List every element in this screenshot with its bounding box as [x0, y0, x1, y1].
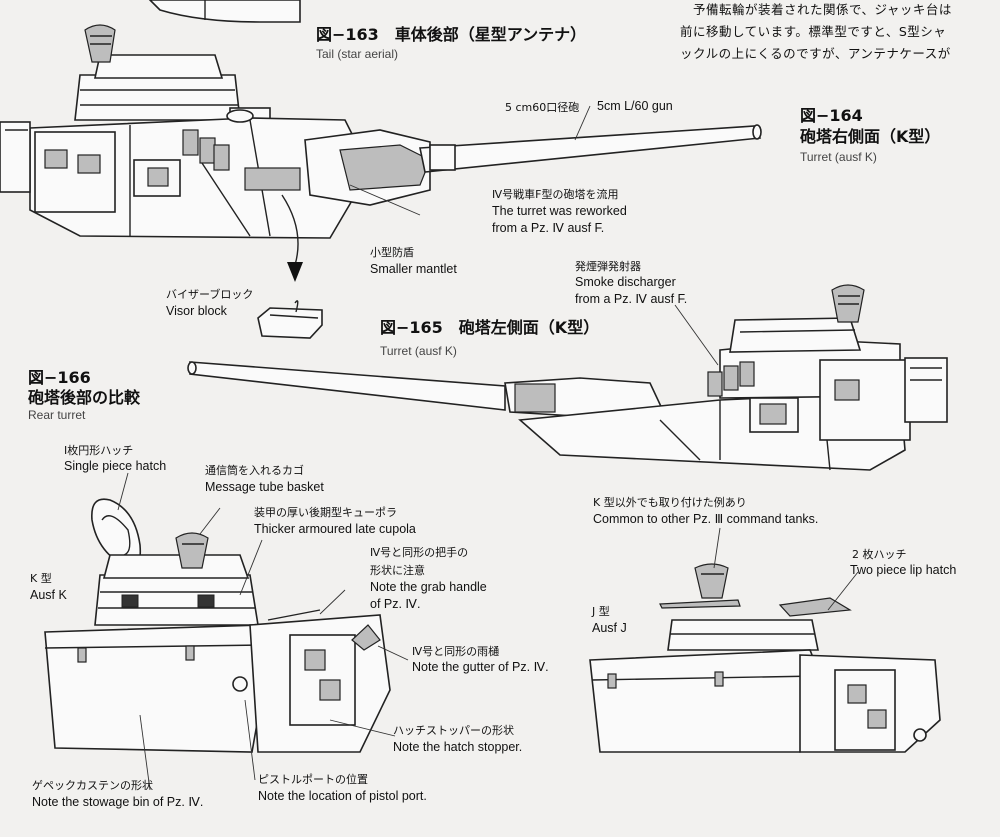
fig164-turret-drawing [0, 24, 762, 239]
label-stopper-jp: ハッチストッパーの形状 [393, 724, 514, 737]
fig165-turret-drawing [187, 284, 948, 471]
label-cupola-en: Thicker armoured late cupola [254, 522, 416, 536]
label-visor-jp: バイザーブロック [166, 288, 254, 301]
label-hatch-en: Single piece hatch [64, 459, 167, 473]
label-mantlet-jp: 小型防盾 [370, 246, 414, 259]
intro-text-line-2: 前に移動しています。標準型ですと、S型シャ [680, 24, 947, 39]
fig166-ausf-j-drawing [589, 563, 941, 753]
label-basket-jp: 通信筒を入れるカゴ [205, 464, 304, 477]
visor-block-drawing [257, 300, 323, 339]
label-pistol-jp: ピストルポートの位置 [258, 773, 368, 786]
label-grab-jp-2: 形状に注意 [370, 564, 425, 577]
label-grab-jp-1: Ⅳ号と同形の把手の [370, 546, 469, 559]
label-gun-en: 5cm L/60 gun [597, 99, 673, 113]
label-ausf-k-jp: K 型 [30, 572, 52, 585]
label-ausf-j-jp: J 型 [592, 605, 610, 618]
label-lip-hatch-jp: 2 枚ハッチ [852, 548, 907, 561]
label-smoke-en-2: from a Pz. Ⅳ ausf F. [575, 292, 688, 306]
fig166-number: 図−166 [28, 368, 91, 387]
fig166-subtitle: Rear turret [28, 408, 86, 422]
label-stowage-jp: ゲペックカステンの形状 [32, 779, 153, 792]
intro-text-line-1: 予備転輪が装着された関係で、ジャッキ台は [693, 2, 952, 17]
label-basket-en: Message tube basket [205, 480, 324, 494]
fig166-title: 砲塔後部の比較 [28, 388, 141, 407]
fig164-number: 図−164 [800, 106, 863, 125]
label-visor-en: Visor block [166, 304, 227, 318]
label-lip-hatch-en: Two piece lip hatch [850, 563, 957, 577]
label-gutter-jp: Ⅳ号と同形の雨樋 [412, 645, 500, 658]
label-pistol-en: Note the location of pistol port. [258, 789, 427, 803]
label-common-jp: K 型以外でも取り付けた例あり [593, 496, 747, 509]
label-gun-jp: 5 cm60口径砲 [505, 101, 580, 114]
arrow-to-visor [281, 194, 303, 282]
label-grab-en-2: of Pz. Ⅳ. [370, 597, 421, 611]
label-stowage-en: Note the stowage bin of Pz. Ⅳ. [32, 795, 204, 809]
label-grab-en-1: Note the grab handle [370, 580, 487, 594]
fig163-title: 図−163 車体後部（星型アンテナ） [316, 25, 587, 44]
label-smoke-jp: 発煙弾発射器 [575, 260, 641, 273]
label-ausf-k-en: Ausf K [30, 588, 67, 602]
fig166-ausf-k-drawing [44, 498, 391, 753]
fig163-subtitle: Tail (star aerial) [316, 47, 399, 61]
label-smoke-en-1: Smoke discharger [575, 275, 676, 289]
label-stopper-en: Note the hatch stopper. [393, 740, 523, 754]
label-cupola-jp: 装甲の厚い後期型キューポラ [254, 506, 397, 519]
label-turret-reworked-en-1: The turret was reworked [492, 204, 627, 218]
fig163-hull-fragment [148, 0, 301, 23]
label-gutter-en: Note the gutter of Pz. Ⅳ. [412, 660, 549, 674]
leader-lines [117, 105, 859, 791]
label-common-en: Common to other Pz. Ⅲ command tanks. [593, 512, 819, 526]
label-hatch-jp: Ⅰ枚円形ハッチ [64, 444, 134, 457]
fig165-title: 図−165 砲塔左側面（K型） [380, 318, 600, 337]
label-mantlet-en: Smaller mantlet [370, 262, 457, 276]
intro-text-line-3: ックルの上にくるのですが、アンテナケースが [680, 46, 951, 61]
fig164-title: 砲塔右側面（K型） [800, 127, 941, 146]
label-turret-reworked-jp: Ⅳ号戦車F型の砲塔を流用 [492, 188, 619, 201]
fig165-subtitle: Turret (ausf K) [380, 344, 457, 358]
fig164-subtitle: Turret (ausf K) [800, 150, 877, 164]
label-turret-reworked-en-2: from a Pz. Ⅳ ausf F. [492, 221, 605, 235]
label-ausf-j-en: Ausf J [592, 621, 627, 635]
